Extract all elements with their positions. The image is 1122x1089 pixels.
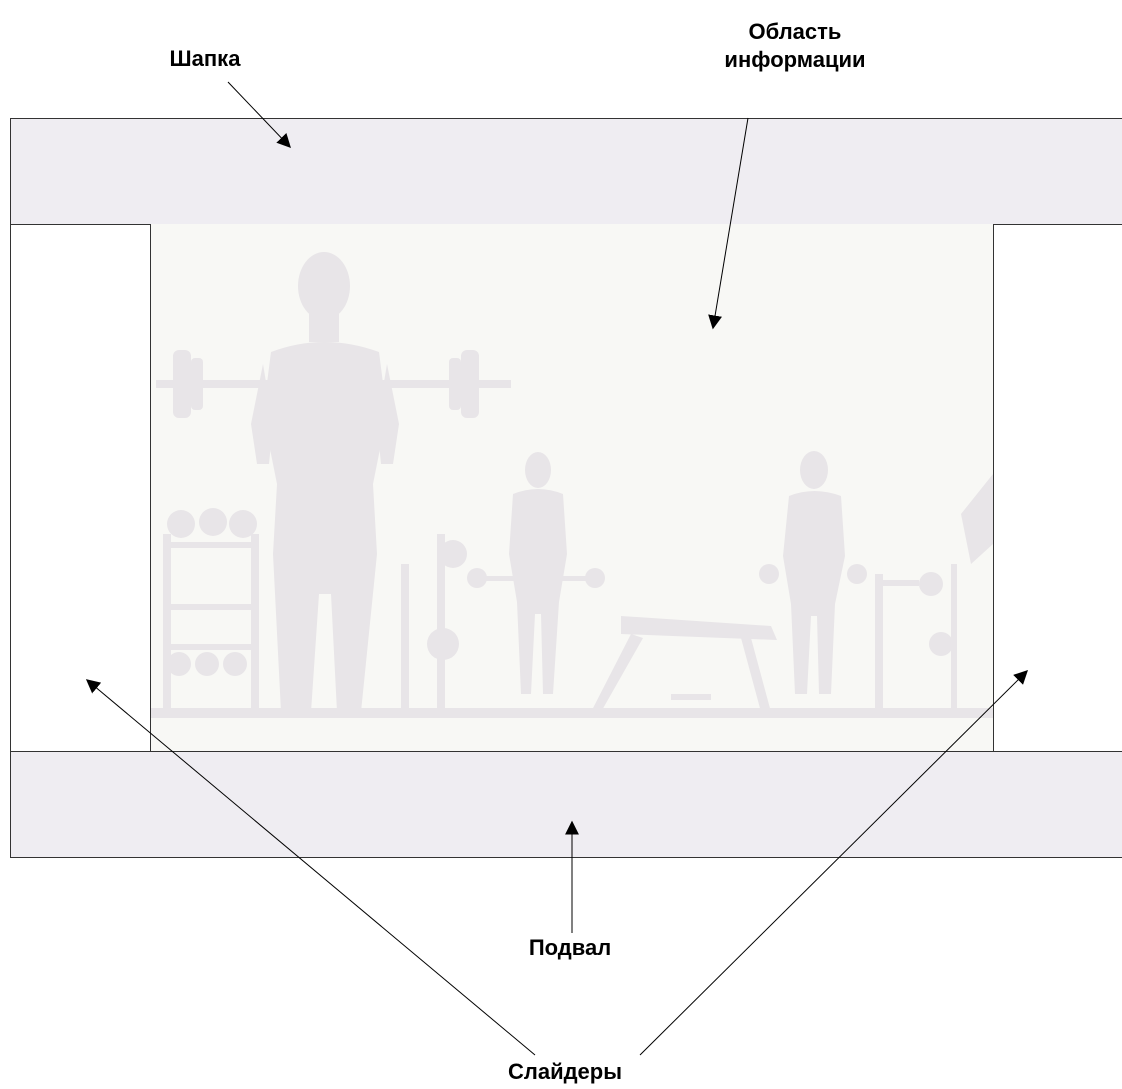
info-area-label: Область информации	[724, 19, 866, 72]
footer-region	[10, 751, 1122, 858]
info-area-region	[150, 224, 994, 752]
header-region	[10, 118, 1122, 225]
footer-label: Подвал	[528, 935, 612, 960]
left-slider-region	[10, 224, 151, 752]
info-area-arrow	[708, 117, 749, 330]
header-arrow	[227, 81, 291, 149]
header-label: Шапка	[169, 46, 241, 71]
right-slider-arrow	[639, 670, 1028, 1056]
gym-silhouette-illustration	[151, 252, 993, 718]
left-slider-arrow	[85, 679, 536, 1056]
sliders-label: Слайдеры	[507, 1059, 623, 1084]
